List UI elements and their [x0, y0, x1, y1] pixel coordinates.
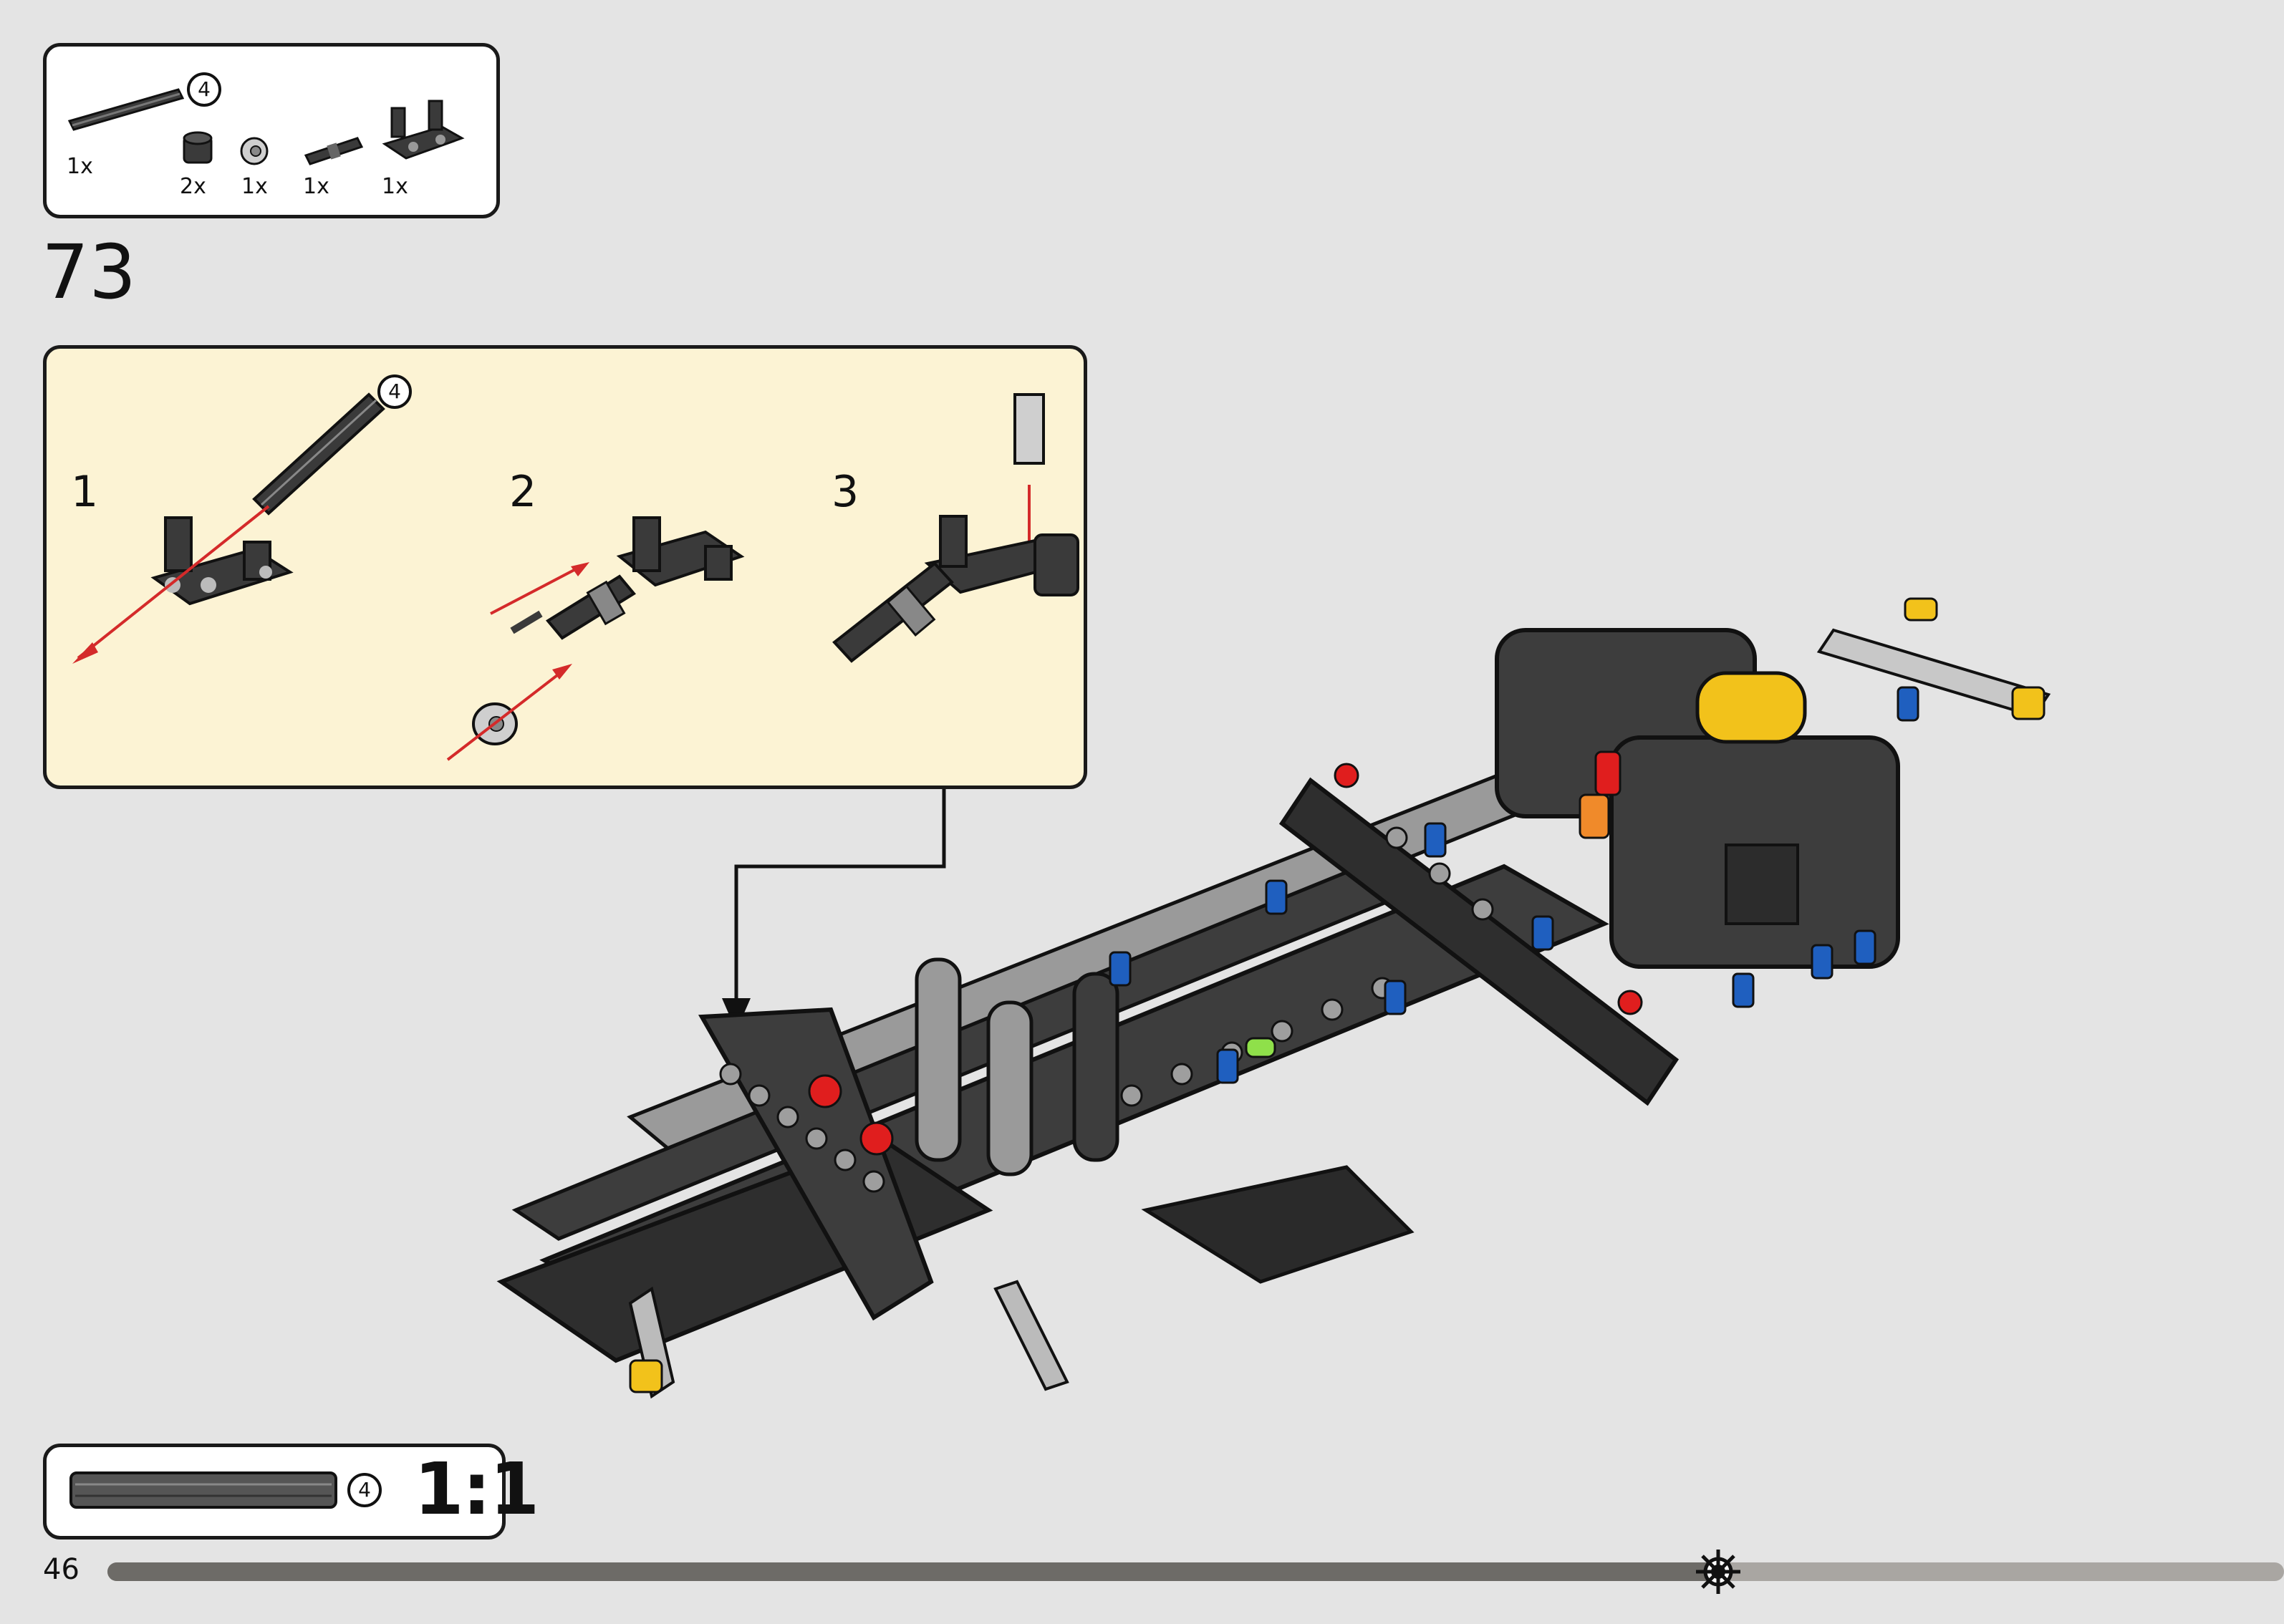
part-qty-bush: 2x — [180, 174, 206, 199]
substep-3-number: 3 — [832, 467, 859, 517]
progress-marker-icon — [1695, 1550, 1740, 1594]
axle-pin-icon — [304, 137, 364, 165]
part-qty-axle-pin: 1x — [303, 174, 329, 199]
step-number: 73 — [42, 228, 137, 316]
double-pin-beam-icon — [382, 100, 465, 160]
substep-2-illustration — [446, 516, 745, 761]
scale-ratio: 1:1 — [414, 1447, 539, 1531]
substep-1-number: 1 — [71, 467, 99, 517]
part-qty-half-bush: 1x — [241, 174, 268, 199]
axle-4-actual-size-icon — [69, 1471, 337, 1509]
part-size-badge: 4 — [187, 72, 221, 107]
subassembly-callout: 1 2 3 4 — [43, 345, 1087, 789]
axle-4-icon — [67, 88, 185, 131]
scale-reference-box: 4 — [43, 1444, 506, 1540]
bush-icon — [183, 131, 213, 164]
substep-1-illustration — [72, 392, 385, 664]
scale-size-badge: 4 — [347, 1473, 382, 1507]
part-qty-double-pin-beam: 1x — [382, 174, 408, 199]
progress-bar-fill — [107, 1562, 1718, 1581]
axle-size-badge: 4 — [377, 374, 412, 409]
parts-list-box: 4 1x 2x 1x 1x 1x — [43, 43, 500, 218]
part-qty-axle: 1x — [67, 154, 93, 179]
substep-3-illustration — [832, 393, 1079, 663]
half-bush-icon — [240, 137, 269, 165]
substep-2-number: 2 — [509, 467, 537, 517]
page-number: 46 — [43, 1553, 79, 1586]
progress-bar — [107, 1562, 2284, 1581]
